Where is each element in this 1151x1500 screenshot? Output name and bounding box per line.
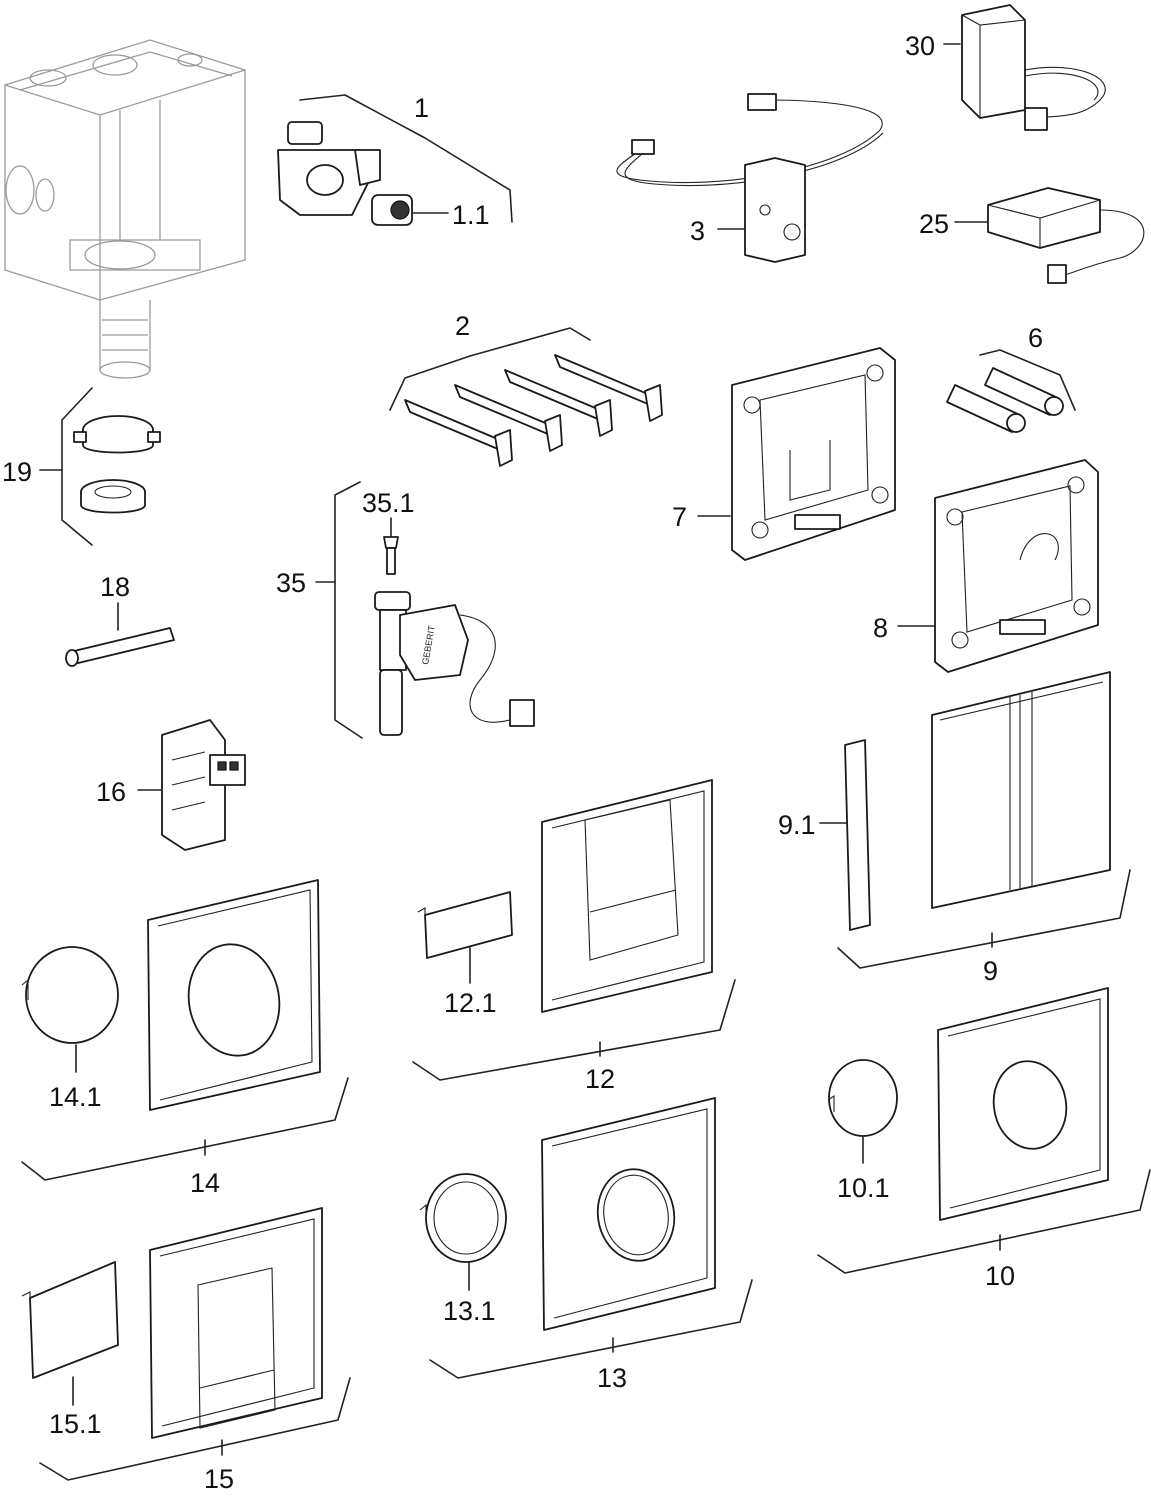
label-10-1: 10.1	[837, 1173, 890, 1203]
label-13: 13	[597, 1363, 627, 1393]
label-14: 14	[190, 1168, 220, 1198]
part-19-ring-gasket	[39, 387, 161, 546]
part-30-control-box	[943, 4, 1106, 131]
label-30: 30	[905, 31, 935, 61]
part-14-cover-plate	[21, 879, 349, 1181]
rod-4	[554, 354, 663, 422]
part-35-solenoid-valve	[315, 481, 535, 739]
part-6-batteries	[946, 349, 1076, 433]
part-9-1-strip	[819, 739, 871, 931]
label-3: 3	[690, 216, 705, 246]
installation-box	[4, 39, 246, 379]
label-8: 8	[873, 613, 888, 643]
label-9-1: 9.1	[778, 810, 816, 840]
label-35: 35	[276, 568, 306, 598]
label-19: 19	[2, 457, 32, 487]
part-10-1-cap	[827, 1059, 898, 1164]
label-15-1: 15.1	[49, 1409, 102, 1439]
rod-3	[504, 369, 613, 437]
label-1: 1	[414, 93, 429, 123]
label-14-1: 14.1	[49, 1082, 102, 1112]
label-18: 18	[100, 572, 130, 602]
label-25: 25	[919, 209, 949, 239]
part-13-cover-plate	[429, 1097, 753, 1379]
rod-2	[454, 384, 563, 452]
label-16: 16	[96, 777, 126, 807]
rod-1	[404, 399, 513, 467]
part-10-cover-plate	[817, 987, 1151, 1274]
part-25-battery-pack	[954, 187, 1145, 284]
part-9-cover-plate	[837, 671, 1131, 969]
label-15: 15	[204, 1464, 234, 1494]
label-12-1: 12.1	[444, 988, 497, 1018]
part-2-rods	[389, 327, 663, 467]
part-15-cover-plate	[39, 1207, 351, 1481]
part-15-1-insert	[21, 1261, 119, 1406]
part-14-1-cap	[21, 946, 119, 1073]
part-8-mounting-frame	[897, 459, 1099, 673]
label-12: 12	[585, 1064, 615, 1094]
part-1-valve	[277, 94, 513, 226]
label-13-1: 13.1	[443, 1296, 496, 1326]
part-18-pin	[65, 602, 175, 667]
part-3-cable-block	[616, 93, 884, 263]
label-7: 7	[672, 502, 687, 532]
part-16-clip	[137, 719, 246, 851]
part-12-cover-plate	[412, 779, 736, 1081]
part-12-1-insert	[417, 891, 513, 984]
label-10: 10	[985, 1261, 1015, 1291]
label-2: 2	[455, 311, 470, 341]
part-13-1-cap	[419, 1173, 507, 1291]
part-7-mounting-frame	[697, 347, 896, 561]
label-35-1: 35.1	[362, 488, 415, 518]
label-9: 9	[983, 956, 998, 986]
label-1-1: 1.1	[452, 200, 490, 230]
label-6: 6	[1028, 323, 1043, 353]
